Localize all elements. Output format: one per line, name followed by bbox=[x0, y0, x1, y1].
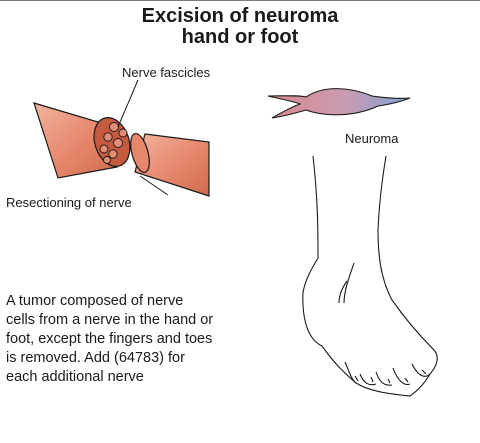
description-line: is removed. Add (64783) for bbox=[6, 349, 296, 368]
description-line: A tumor composed of nerve bbox=[6, 292, 296, 311]
proximal-nerve-segment bbox=[34, 103, 136, 178]
description-line: foot, except the fingers and toes bbox=[6, 330, 296, 349]
label-resectioning: Resectioning of nerve bbox=[6, 195, 132, 210]
neuroma-shape bbox=[268, 89, 410, 118]
procedure-description: A tumor composed of nerve cells from a n… bbox=[6, 292, 296, 387]
foot-outline bbox=[303, 156, 437, 396]
fascicles-leader bbox=[118, 80, 138, 127]
label-neuroma: Neuroma bbox=[345, 131, 398, 146]
label-nerve-fascicles: Nerve fascicles bbox=[122, 65, 210, 80]
description-line: each additional nerve bbox=[6, 368, 296, 387]
description-line: cells from a nerve in the hand or bbox=[6, 311, 296, 330]
distal-nerve-segment bbox=[127, 132, 209, 196]
